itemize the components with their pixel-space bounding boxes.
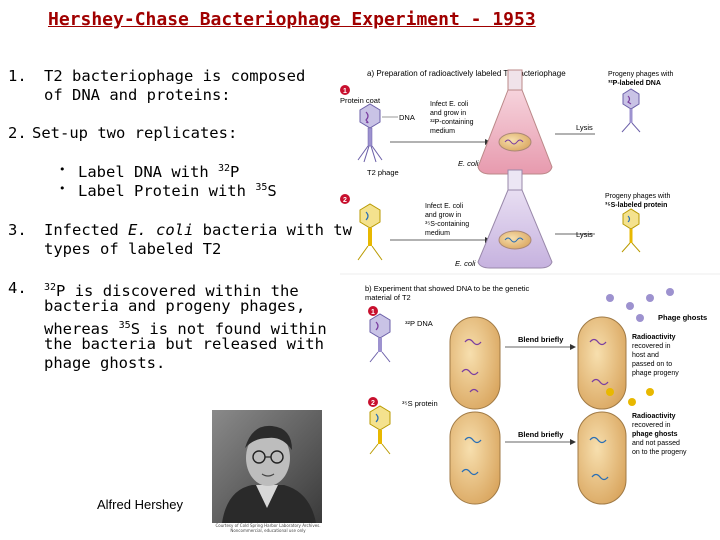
point-3-number: 3. — [8, 221, 27, 239]
step-2-number-a: 2 — [343, 197, 347, 204]
point-4-number: 4. — [8, 279, 27, 297]
dna-label: DNA — [399, 113, 415, 122]
hershey-photo — [212, 410, 322, 523]
result-2-line-5: on to the progeny — [632, 449, 687, 456]
progeny-phage-32p — [621, 88, 641, 133]
experiment-figure: a) Preparation of radioactively labeled … — [340, 69, 720, 505]
step-1-badge-b — [368, 306, 378, 316]
phage-32p-b — [369, 313, 391, 363]
lysis-label-2: Lysis — [576, 230, 593, 239]
ecoli-label-2: E. coli — [455, 259, 476, 268]
p32-dna-label: ³²P DNA — [405, 319, 433, 328]
result-1-line-1: Radioactivity — [632, 334, 676, 341]
result-2-line-1: Radioactivity — [632, 413, 676, 420]
result-1-line-4: passed on to — [632, 361, 672, 368]
infect-1-line-1: Infect E. coli — [430, 101, 469, 108]
infect-2-line-2: and grow in — [425, 212, 461, 219]
page-title: Hershey-Chase Bacteriophage Experiment -… — [48, 9, 536, 30]
lysis-label-1: Lysis — [576, 123, 593, 132]
phage-35s-b — [369, 405, 391, 455]
step-1-number-b: 1 — [371, 309, 375, 316]
point-3-line-1: Infected E. coli bacteria with tw — [44, 221, 352, 239]
progeny-1-line-1: Progeny phages with — [608, 71, 673, 78]
section-b-title-line-2: material of T2 — [365, 293, 411, 302]
point-1-line-1: T2 bacteriophage is composed — [44, 67, 306, 85]
step-2-number-b: 2 — [371, 400, 375, 407]
result-2-line-2: recovered in — [632, 422, 671, 429]
infect-2-line-4: medium — [425, 230, 450, 237]
infect-1-line-3: ³²P-containing — [430, 119, 474, 126]
result-2-line-4: and not passed — [632, 440, 680, 447]
cell-32p-after — [577, 316, 627, 410]
t2-phage-a2 — [357, 203, 383, 261]
result-2-line-3: phage ghosts — [632, 431, 678, 438]
result-1-line-3: host and — [632, 352, 659, 359]
point-4-line-3: whereas 35S is not found within — [44, 320, 327, 339]
ecoli-label-1: E. coli — [458, 159, 479, 168]
photo-credit: Courtesy of Cold Spring Harbor Laborator… — [215, 523, 321, 533]
blend-label-1: Blend briefly — [518, 335, 564, 344]
point-1-number: 1. — [8, 67, 27, 85]
flask-35s — [477, 169, 553, 269]
point-4-line-5: phage ghosts. — [44, 354, 166, 372]
point-2-number: 2. — [8, 124, 27, 142]
phage-ghosts-label: Phage ghosts — [658, 313, 707, 322]
point-4-line-1: 32P is discovered within the — [44, 282, 299, 301]
t2-phage-a — [357, 103, 383, 163]
step-1-number-a: 1 — [343, 88, 347, 95]
progeny-2-line-2: ³⁵S-labeled protein — [605, 202, 667, 209]
point-4-line-2: bacteria and progeny phages, — [44, 297, 306, 315]
section-a-title: a) Preparation of radioactively labeled … — [367, 69, 566, 78]
t2-phage-label: T2 phage — [367, 168, 399, 177]
progeny-phage-35s — [621, 208, 641, 253]
blend-label-2: Blend briefly — [518, 430, 564, 439]
point-4-line-4: the bacteria but released with — [44, 335, 324, 353]
bullet-1-mark: • — [59, 163, 66, 176]
cell-35s-after — [577, 411, 627, 505]
section-b-title-line-1: b) Experiment that showed DNA to be the … — [365, 284, 530, 293]
step-1-badge-a — [340, 85, 350, 95]
progeny-1-line-2: ³²P-labeled DNA — [608, 80, 661, 87]
flask-32p — [477, 69, 553, 175]
phage-ghosts-bottom — [606, 388, 654, 406]
infect-1-line-2: and grow in — [430, 110, 466, 117]
point-1-line-2: of DNA and proteins: — [44, 86, 231, 104]
infect-2-line-3: ³⁵S-containing — [425, 221, 469, 228]
progeny-2-line-1: Progeny phages with — [605, 193, 670, 200]
result-1-line-2: recovered in — [632, 343, 671, 350]
bullet-1-text: Label DNA with 32P — [78, 163, 240, 182]
infect-1-line-4: medium — [430, 128, 455, 135]
cell-32p-before — [449, 316, 501, 410]
bullet-2-mark: • — [59, 182, 66, 195]
point-3-line-2: types of labeled T2 — [44, 240, 222, 258]
cell-35s-before — [449, 411, 501, 505]
photo-caption: Alfred Hershey — [97, 497, 183, 512]
protein-coat-label: Protein coat — [340, 96, 381, 105]
s35-protein-label: ³⁵S protein — [402, 399, 438, 408]
point-2-text: Set-up two replicates: — [32, 124, 238, 142]
step-2-badge-b — [368, 397, 378, 407]
infect-2-line-1: Infect E. coli — [425, 203, 464, 210]
bullet-2-text: Label Protein with 35S — [78, 182, 277, 201]
step-2-badge-a — [340, 194, 350, 204]
phage-ghosts-top — [606, 288, 674, 322]
result-1-line-5: phage progeny — [632, 370, 679, 377]
